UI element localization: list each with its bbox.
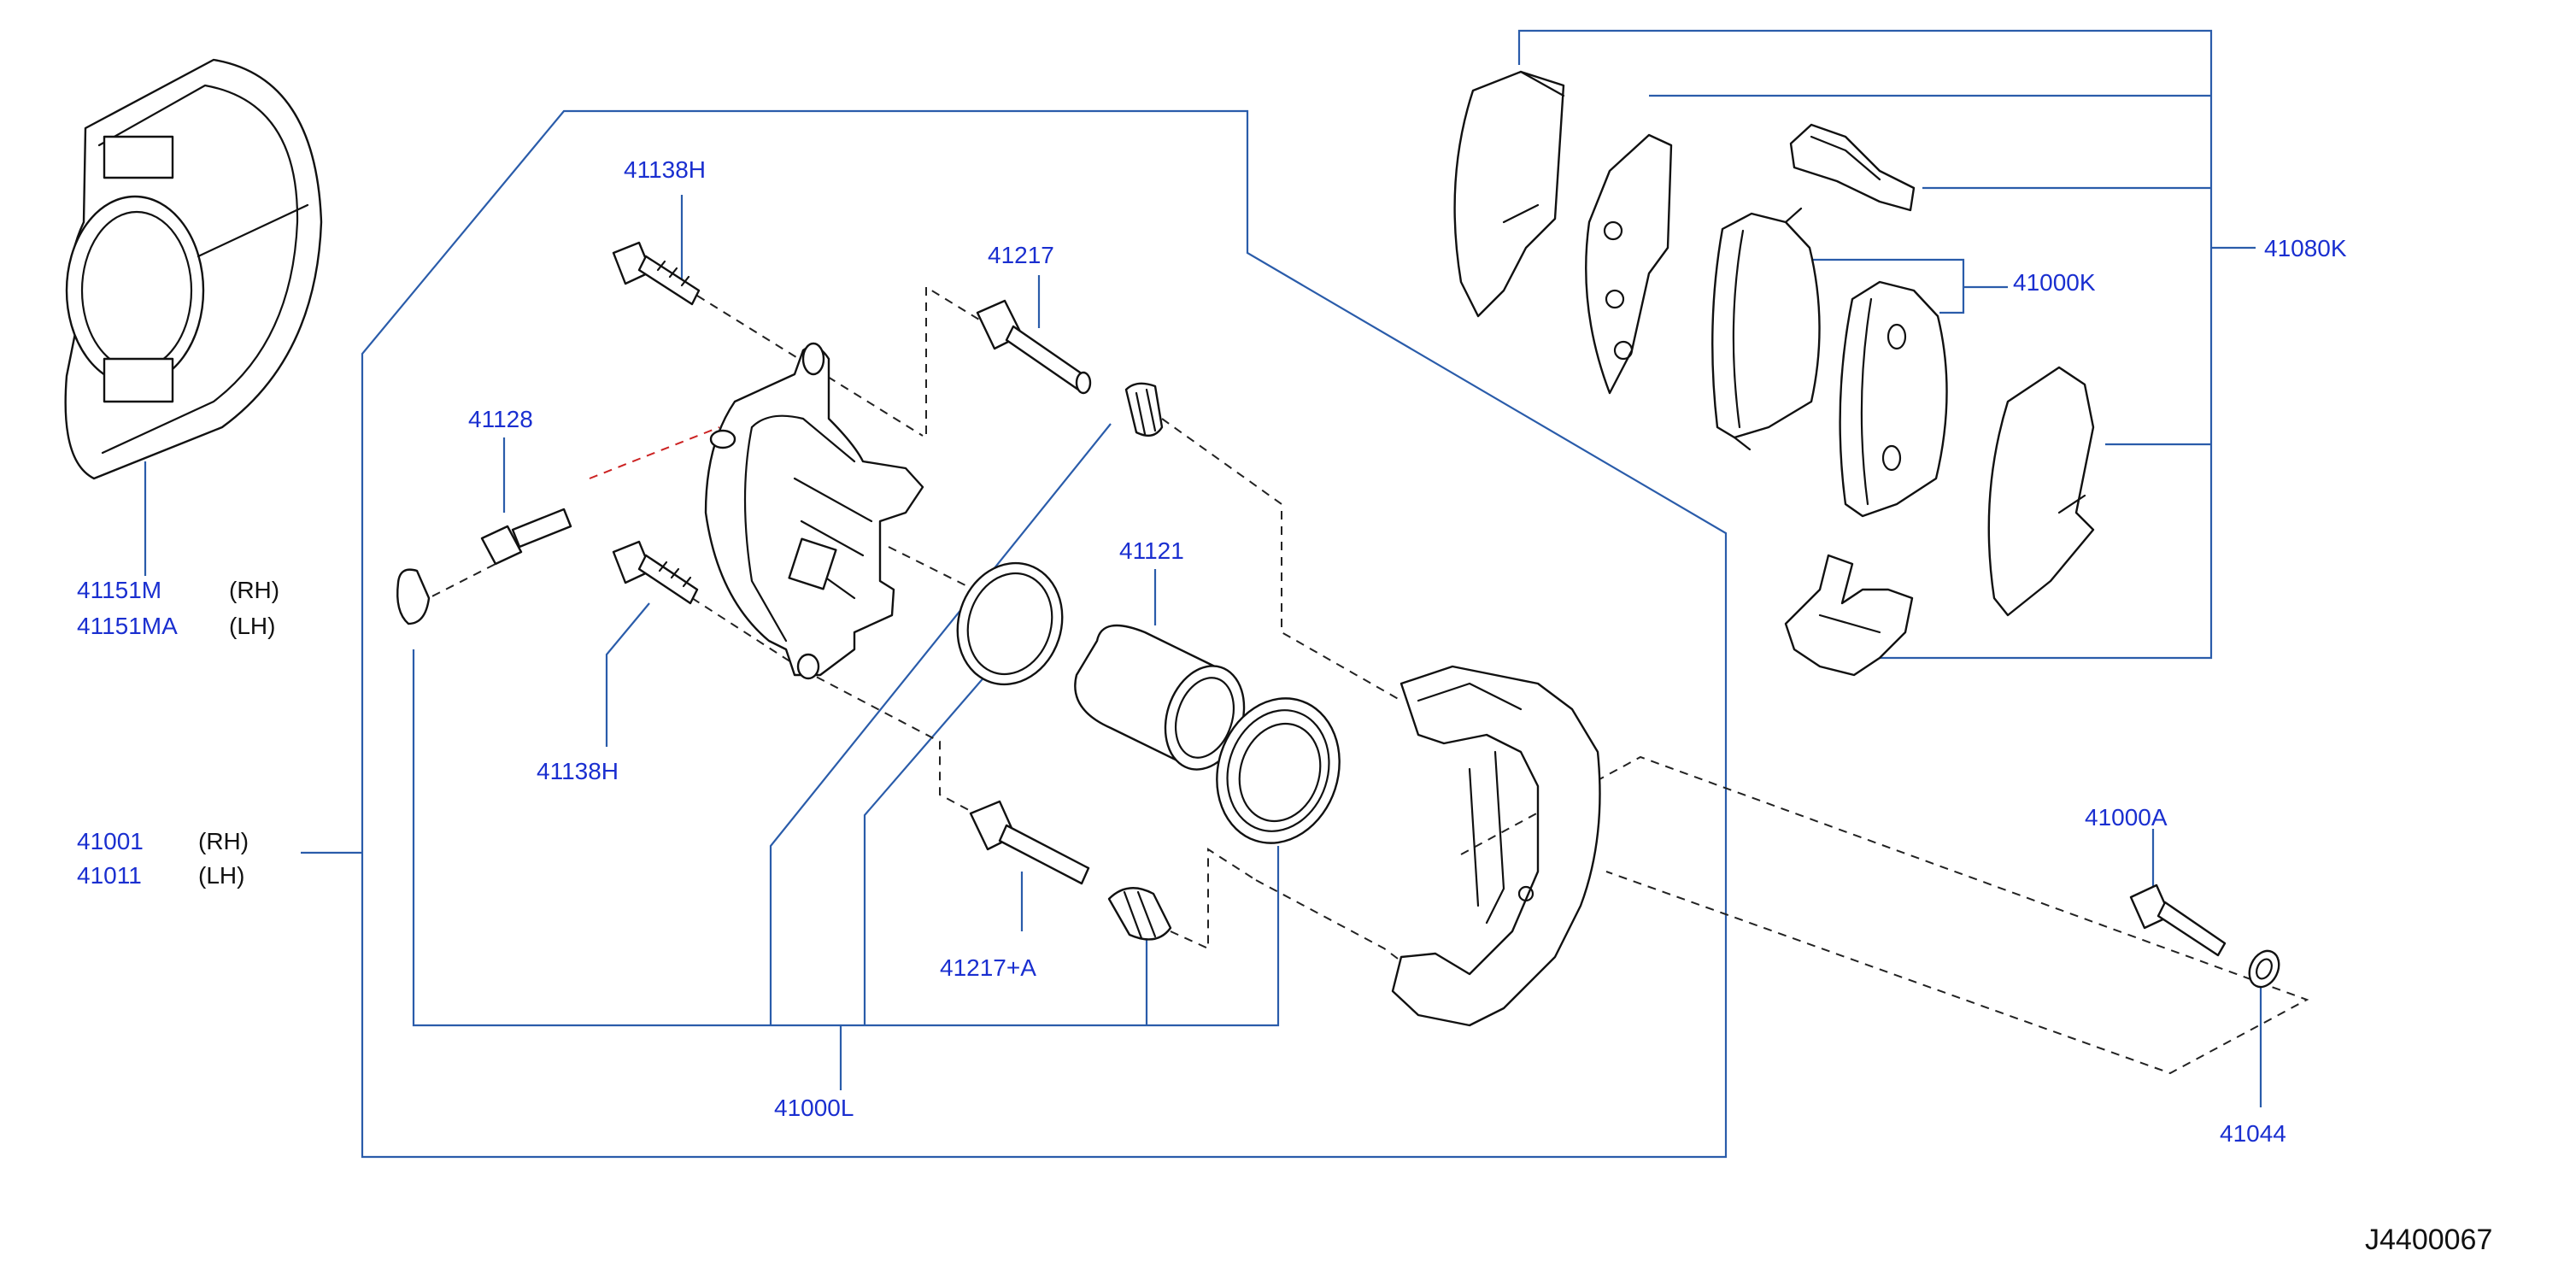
piston-boot-part (1216, 697, 1341, 844)
label-41080k: 41080K (2264, 235, 2347, 261)
guide-bolt-bottom-part (612, 540, 699, 605)
label-41000l: 41000L (774, 1095, 854, 1121)
shim-outer-part (1453, 70, 1565, 318)
guide-pin-part (976, 299, 1092, 395)
label-41217-a: 41217+A (940, 954, 1036, 981)
label-41000k: 41000K (2013, 269, 2096, 296)
pin-boot-upper-part (1124, 382, 1164, 437)
label-41138h-bottom: 41138H (537, 758, 619, 784)
part-labels: 41138H 41217 41128 41151M (RH) 41151MA (… (77, 156, 2492, 1256)
pad-clip-lower-part (1784, 554, 1914, 677)
shim-inner-part (1987, 366, 2095, 617)
piston-seal-part (956, 561, 1064, 686)
pin-boot-lower-part (1107, 887, 1172, 941)
leader-lines (144, 29, 2262, 1159)
washer-part (2248, 949, 2280, 989)
label-41151m-side: (RH) (229, 577, 279, 603)
caliper-body-part (704, 342, 924, 680)
pad-clip-upper-part (1789, 123, 1916, 212)
label-41151ma-side: (LH) (229, 613, 275, 639)
caliper-bracket-part (1391, 665, 1601, 1027)
label-41011: 41011 (77, 862, 142, 889)
label-41121: 41121 (1119, 537, 1184, 564)
label-41138h-top: 41138H (624, 156, 706, 183)
caliper-assembly-frame (361, 109, 1728, 1159)
label-41151ma: 41151MA (77, 613, 178, 639)
label-41128: 41128 (468, 406, 533, 432)
label-41011-side: (LH) (198, 862, 244, 889)
guide-pin-a-part (969, 800, 1090, 885)
diagram-code: J4400067 (2365, 1224, 2492, 1256)
parts (64, 58, 2280, 1027)
dust-shield-part (64, 58, 323, 480)
bracket-bolt-part (2129, 883, 2227, 957)
label-41001: 41001 (77, 828, 144, 854)
label-41217: 41217 (988, 242, 1054, 268)
label-41151m: 41151M (77, 577, 161, 603)
shim-plate-part (1585, 133, 1673, 395)
label-41000a: 41000A (2085, 804, 2168, 831)
label-41001-side: (RH) (198, 828, 249, 854)
brake-pad-outer-part (1839, 280, 1948, 518)
brake-pad-inner-part (1711, 207, 1821, 451)
label-41044: 41044 (2220, 1120, 2286, 1147)
bleeder-screw-part (396, 508, 572, 625)
guide-bolt-top-part (612, 241, 701, 306)
